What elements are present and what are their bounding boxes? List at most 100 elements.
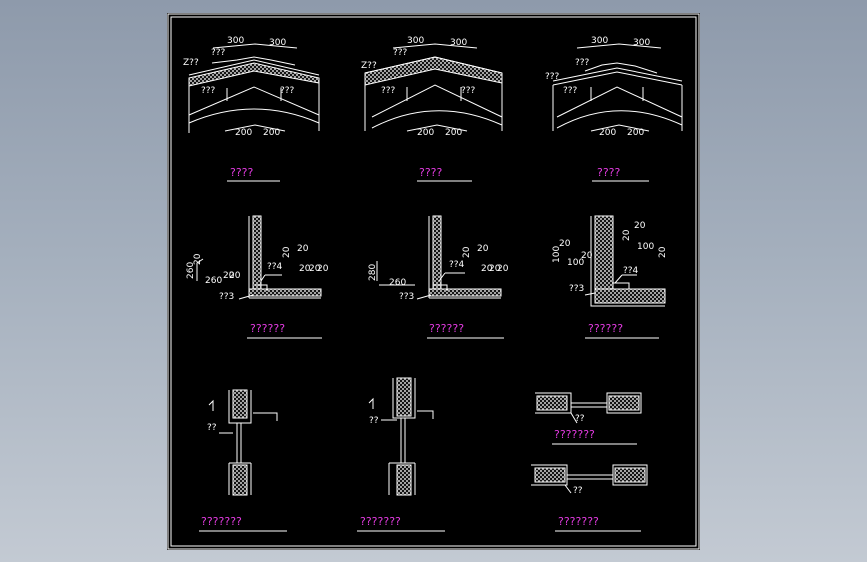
dim-20c: 20 <box>634 221 646 231</box>
leader-3 <box>238 294 254 300</box>
dim-260b: 260 <box>205 276 222 286</box>
frame-top <box>228 390 278 424</box>
label-2: ??? <box>201 86 216 96</box>
arc-lower <box>371 110 503 129</box>
label-3: ??3 <box>219 292 234 302</box>
corner-detail-3: 100 20 100 20 20 100 20 20 ??4 ??3 ?????… <box>552 215 668 339</box>
arc-lower <box>188 108 320 124</box>
dim-line-top <box>576 43 662 49</box>
joint-detail-2: ?? ??????? <box>357 377 445 532</box>
dim-top-right: 300 <box>633 38 650 48</box>
panel-left <box>536 395 568 411</box>
outer-flashing <box>590 216 665 307</box>
panel-left <box>534 467 566 483</box>
dim-bracket <box>376 261 415 286</box>
dim-20d: 20 <box>489 264 501 274</box>
wall-panel <box>594 215 614 297</box>
wall-panel <box>252 215 262 292</box>
dim-20a: 20 <box>193 253 203 265</box>
panel-top <box>232 389 248 419</box>
dim-20b: 20 <box>581 251 593 261</box>
frame-bottom <box>388 462 416 495</box>
purlin-line <box>556 86 683 118</box>
dim-20f: 20 <box>299 264 311 274</box>
dim-bottom-right: 200 <box>445 128 462 138</box>
detail-title: ???? <box>230 166 254 179</box>
leader-3 <box>416 294 432 300</box>
dim-top-right: 300 <box>450 38 467 48</box>
roof-sheet <box>188 59 320 76</box>
outer-border <box>167 13 700 550</box>
purlin-line <box>371 84 503 118</box>
panel-bottom <box>232 464 248 496</box>
dim-bottom-right: 200 <box>263 128 280 138</box>
label-3: ??3 <box>569 284 584 294</box>
frame-top <box>392 378 434 419</box>
label-1: ?? <box>369 416 379 426</box>
purlins <box>226 88 282 101</box>
detail-title: ?????? <box>429 322 464 335</box>
flashing <box>429 284 501 299</box>
dim-line-bottom <box>406 124 468 132</box>
leader-3 <box>584 292 596 296</box>
roof-panel <box>364 56 503 86</box>
dim-260: 260 <box>186 262 196 279</box>
label-1: ?? <box>207 423 217 433</box>
dim-280: 280 <box>368 264 378 281</box>
break-mark <box>208 399 214 411</box>
dim-top-left: 300 <box>407 36 424 46</box>
dim-20d: 20 <box>622 229 632 241</box>
joint-detail-3a: ?? ??????? <box>535 392 642 445</box>
dim-20c: 20 <box>229 271 241 281</box>
ridge-cap <box>584 62 658 74</box>
label-z: Z?? <box>183 58 199 68</box>
inner-border <box>170 16 697 547</box>
dim-top-left: 300 <box>227 36 244 46</box>
dim-line-bottom <box>224 124 286 132</box>
dim-20e: 20 <box>297 244 309 254</box>
label-4: ??4 <box>267 262 283 272</box>
drawing-sheet: 300 300 Z?? ??? ??? ??? 200 200 ???? 300… <box>167 13 700 550</box>
purlins <box>590 87 644 101</box>
joint-detail-1: ?? ??????? <box>199 389 287 532</box>
ridge-detail-2: 300 300 Z?? ??? ??? ??? 200 200 ???? <box>361 36 503 182</box>
corner-detail-2: 280 260 20 20 20 20 20 ??4 ??3 ?????? <box>368 215 509 339</box>
dim-20g: 20 <box>309 264 321 274</box>
roof-panel <box>188 62 320 87</box>
label-2: ??? <box>545 72 560 82</box>
roof-sheet <box>552 67 683 86</box>
label-4: ??4 <box>449 260 465 270</box>
detail-title: ??????? <box>201 515 242 528</box>
purlin-line <box>188 86 320 116</box>
floor-panel <box>428 288 502 297</box>
frame-right <box>606 392 642 414</box>
joint-detail-3b: ?? ??????? <box>531 464 648 532</box>
panel-right <box>614 467 646 483</box>
label-3: ??? <box>563 86 578 96</box>
label-z: Z?? <box>361 61 377 71</box>
panel-right <box>608 395 640 411</box>
dim-100b: 100 <box>567 258 584 268</box>
label-1: ??? <box>393 48 408 58</box>
dim-bottom-left: 200 <box>599 128 616 138</box>
dim-line-top <box>212 43 298 49</box>
glazing <box>567 474 613 480</box>
panel-top <box>396 377 412 417</box>
label-3: ??3 <box>399 292 414 302</box>
dim-20d: 20 <box>282 246 292 258</box>
dim-20b: 20 <box>477 244 489 254</box>
flashing <box>249 284 321 299</box>
dim-20c: 20 <box>481 264 493 274</box>
leader <box>564 484 572 494</box>
label-1: ??? <box>575 58 590 68</box>
label-1: ??? <box>211 48 226 58</box>
side-lines <box>552 85 683 131</box>
dim-20b: 20 <box>223 271 235 281</box>
dim-100c: 100 <box>637 242 654 252</box>
detail-title: ?????? <box>250 322 285 335</box>
inner-flashing <box>613 282 630 289</box>
frame-bottom <box>228 462 252 495</box>
detail-title: ??????? <box>558 515 599 528</box>
panel-bottom <box>396 464 412 496</box>
corner-detail-1: 260 20 260 20 20 20 20 20 20 20 ??4 ??3 … <box>186 215 329 339</box>
